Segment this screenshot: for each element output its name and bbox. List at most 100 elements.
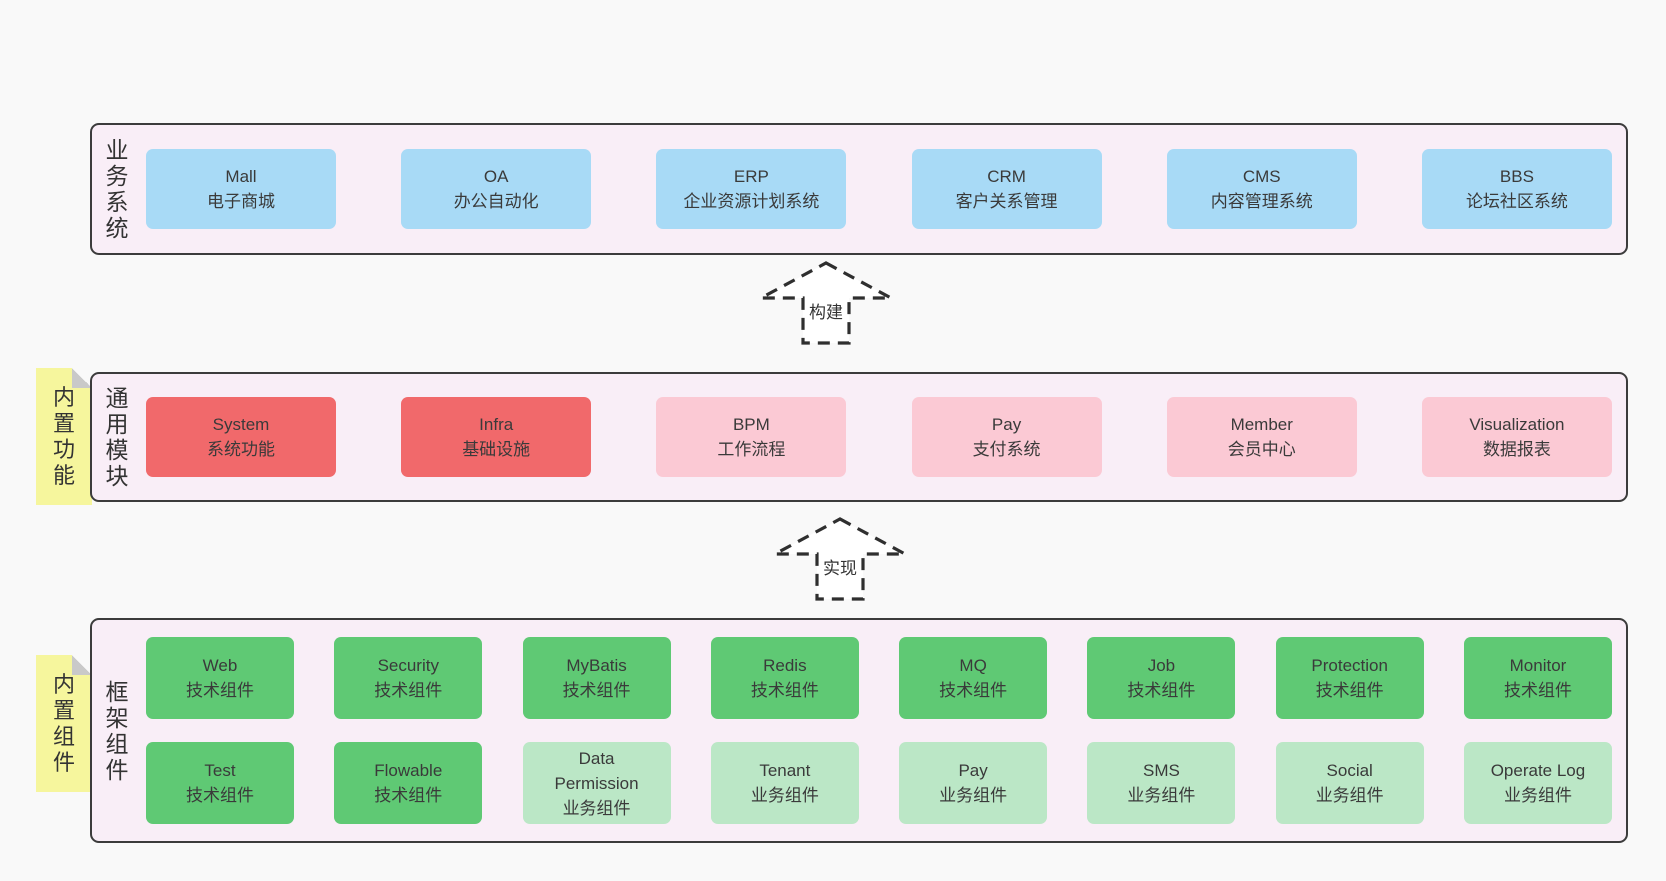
box-pay-system: Pay 支付系统 [911, 397, 1102, 477]
box-subtitle: 工作流程 [717, 440, 786, 459]
box-subtitle: 论坛社区系统 [1465, 192, 1568, 211]
arrow-build: 构建 [758, 260, 894, 346]
note-text: 内置功能 [52, 384, 75, 488]
box-test: Test 技术组件 [146, 742, 294, 824]
band-common-modules: 通用模块 System 系统功能 Infra 基础设施 BPM 工作流程 Pay… [90, 372, 1628, 502]
folded-corner-icon [72, 368, 92, 388]
box-title: Web [202, 656, 238, 675]
arrow-implement: 实现 [772, 516, 908, 602]
box-title: Operate Log [1490, 761, 1586, 780]
framework-boxes: Web 技术组件 Security 技术组件 MyBatis 技术组件 Redi… [131, 620, 1626, 841]
box-monitor: Monitor 技术组件 [1463, 637, 1612, 719]
band-label-business: 业务系统 [105, 137, 129, 241]
box-web: Web 技术组件 [146, 637, 294, 719]
box-mq: MQ 技术组件 [899, 637, 1048, 719]
box-title: MyBatis [566, 656, 627, 675]
box-security: Security 技术组件 [334, 637, 483, 719]
box-subtitle: 基础设施 [462, 440, 531, 459]
box-subtitle: 电子商城 [207, 192, 275, 211]
box-subtitle: 系统功能 [207, 440, 275, 459]
box-title: Job [1147, 656, 1176, 675]
box-title: Test [204, 761, 236, 780]
box-system: System 系统功能 [146, 397, 336, 477]
box-subtitle: 业务组件 [562, 798, 631, 818]
box-title: Social [1326, 761, 1373, 780]
box-subtitle: 业务组件 [1503, 786, 1572, 805]
box-operate-log: Operate Log 业务组件 [1463, 742, 1612, 824]
box-subtitle: 技术组件 [186, 786, 254, 805]
box-flowable: Flowable 技术组件 [334, 742, 483, 824]
box-subtitle: 技术组件 [562, 681, 631, 700]
box-subtitle: 技术组件 [1127, 681, 1196, 700]
box-bbs: BBS 论坛社区系统 [1421, 149, 1612, 229]
box-subtitle: 技术组件 [186, 681, 254, 700]
box-subtitle: 技术组件 [1503, 681, 1572, 700]
box-subtitle: 客户关系管理 [955, 192, 1058, 211]
box-pay-component: Pay 业务组件 [899, 742, 1048, 824]
box-infra: Infra 基础设施 [401, 397, 592, 477]
sticky-note-builtin-components: 内置组件 [36, 655, 92, 792]
box-subtitle: 技术组件 [750, 681, 819, 700]
box-crm: CRM 客户关系管理 [911, 149, 1102, 229]
arrow-implement-label: 实现 [820, 554, 860, 579]
box-redis: Redis 技术组件 [710, 637, 859, 719]
box-title: Data Permission [554, 748, 639, 793]
arrow-build-label: 构建 [806, 298, 846, 323]
band-framework-components: 框架组件 Web 技术组件 Security 技术组件 MyBatis 技术组件… [90, 618, 1628, 843]
box-sms: SMS 业务组件 [1087, 742, 1236, 824]
box-title: Member [1230, 415, 1293, 434]
box-data-permission: Data Permission 业务组件 [522, 742, 671, 824]
box-visualization: Visualization 数据报表 [1421, 397, 1612, 477]
box-title: SMS [1142, 761, 1180, 780]
box-title: Monitor [1509, 656, 1567, 675]
box-subtitle: 技术组件 [1315, 681, 1384, 700]
framework-row-2: Test 技术组件 Flowable 技术组件 Data Permission … [146, 742, 1612, 824]
box-member: Member 会员中心 [1166, 397, 1357, 477]
box-title: Pay [991, 415, 1022, 434]
box-title: Pay [958, 761, 988, 780]
box-cms: CMS 内容管理系统 [1166, 149, 1357, 229]
box-subtitle: 支付系统 [972, 440, 1041, 459]
framework-row-1: Web 技术组件 Security 技术组件 MyBatis 技术组件 Redi… [146, 637, 1612, 719]
box-title: Redis [763, 656, 807, 675]
common-boxes: System 系统功能 Infra 基础设施 BPM 工作流程 Pay 支付系统… [131, 374, 1626, 500]
box-mybatis: MyBatis 技术组件 [522, 637, 671, 719]
box-title: CMS [1242, 167, 1281, 186]
note-text: 内置组件 [52, 671, 75, 775]
business-boxes: Mall 电子商城 OA 办公自动化 ERP 企业资源计划系统 CRM 客户关系… [131, 125, 1626, 253]
box-title: BBS [1499, 167, 1534, 186]
box-subtitle: 业务组件 [1315, 786, 1384, 805]
box-subtitle: 业务组件 [939, 786, 1008, 805]
box-subtitle: 办公自动化 [453, 192, 539, 211]
folded-corner-icon [72, 655, 92, 675]
box-subtitle: 企业资源计划系统 [683, 192, 820, 211]
box-title: ERP [733, 167, 769, 186]
box-subtitle: 技术组件 [374, 786, 443, 805]
box-title: MQ [959, 656, 987, 675]
box-title: Security [377, 656, 439, 675]
box-social: Social 业务组件 [1275, 742, 1424, 824]
box-title: Tenant [759, 761, 811, 780]
box-subtitle: 技术组件 [374, 681, 443, 700]
box-subtitle: 数据报表 [1482, 440, 1551, 459]
band-label-framework: 框架组件 [105, 678, 129, 783]
box-subtitle: 技术组件 [939, 681, 1008, 700]
box-tenant: Tenant 业务组件 [710, 742, 859, 824]
sticky-note-builtin-features: 内置功能 [36, 368, 92, 505]
box-subtitle: 会员中心 [1227, 440, 1296, 459]
box-job: Job 技术组件 [1087, 637, 1236, 719]
box-protection: Protection 技术组件 [1275, 637, 1424, 719]
box-title: System [212, 415, 270, 434]
band-business-systems: 业务系统 Mall 电子商城 OA 办公自动化 ERP 企业资源计划系统 CRM… [90, 123, 1628, 255]
box-title: OA [483, 167, 509, 186]
box-title: Flowable [374, 761, 443, 780]
box-bpm: BPM 工作流程 [656, 397, 847, 477]
box-subtitle: 业务组件 [1127, 786, 1196, 805]
box-title: Infra [479, 415, 514, 434]
box-title: Visualization [1469, 415, 1565, 434]
box-title: Protection [1311, 656, 1388, 675]
box-oa: OA 办公自动化 [401, 149, 592, 229]
band-label-common: 通用模块 [105, 385, 129, 489]
box-title: CRM [987, 167, 1026, 186]
